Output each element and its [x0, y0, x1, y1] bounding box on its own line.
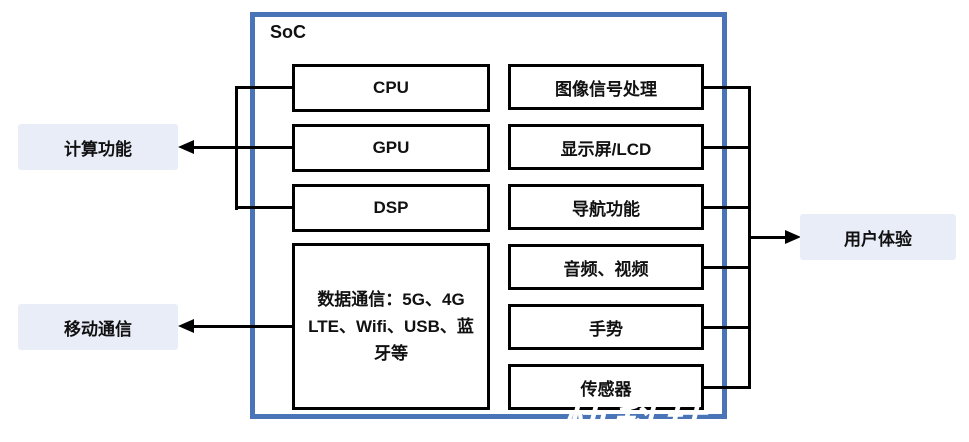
nav-stub-line — [704, 206, 751, 209]
block-navigation: 导航功能 — [508, 184, 704, 230]
block-cpu: CPU — [292, 64, 490, 112]
block-gpu: GPU — [292, 124, 490, 172]
label-user-experience: 用户体验 — [800, 214, 956, 260]
mobile-arrowhead-icon — [178, 319, 194, 333]
soc-title: SoC — [270, 22, 306, 42]
isp-stub-line — [704, 86, 751, 89]
watermark-text: 快科技 — [560, 402, 710, 442]
mobile-arrow-line — [192, 325, 292, 328]
compute-arrowhead-icon — [178, 140, 194, 154]
lcd-stub-line — [704, 146, 751, 149]
block-display-lcd: 显示屏/LCD — [508, 124, 704, 170]
block-sensor: 传感器 — [508, 364, 704, 410]
sensor-stub-line — [704, 386, 751, 389]
block-gesture: 手势 — [508, 304, 704, 350]
ux-arrow-line — [748, 236, 787, 239]
compute-arrow-line — [192, 146, 292, 149]
block-dsp: DSP — [292, 184, 490, 232]
ux-arrowhead-icon — [785, 230, 801, 244]
label-computing-function: 计算功能 — [18, 124, 178, 170]
soc-container-box — [250, 12, 727, 419]
label-mobile-communication: 移动通信 — [18, 304, 178, 350]
block-image-signal-processing: 图像信号处理 — [508, 64, 704, 110]
block-audio-video: 音频、视频 — [508, 244, 704, 290]
cpu-stub-line — [235, 86, 292, 89]
block-data-communication: 数据通信：5G、4G LTE、Wifi、USB、蓝牙等 — [292, 243, 490, 410]
gesture-stub-line — [704, 326, 751, 329]
av-stub-line — [704, 266, 751, 269]
dsp-stub-line — [235, 206, 292, 209]
